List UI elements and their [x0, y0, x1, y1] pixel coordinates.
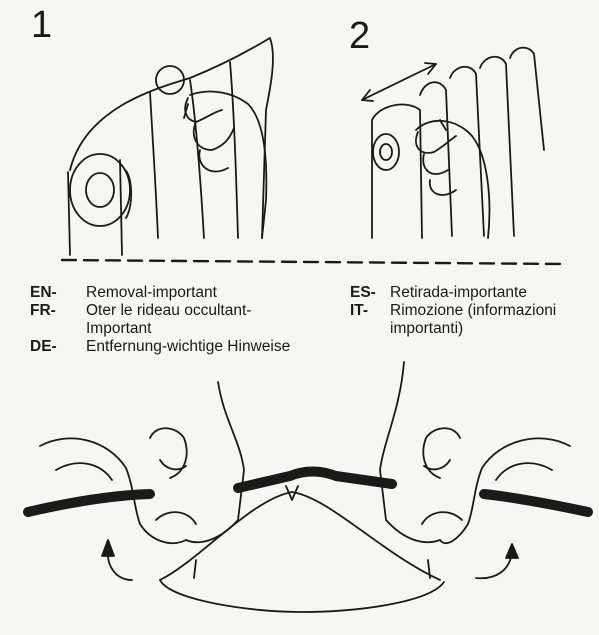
lang-code: IT-	[350, 302, 369, 319]
lang-code: FR-	[30, 302, 56, 319]
lang-text: Entfernung-wichtige Hinweise	[86, 338, 291, 355]
step-number-2: 2	[349, 15, 371, 57]
lang-es: ES- Retirada-importante	[350, 284, 527, 302]
lang-it-continued: importanti)	[390, 320, 464, 337]
lang-text: Retirada-importante	[390, 284, 527, 301]
step1-illustration	[67, 37, 274, 256]
lang-text: Rimozione (informazioni	[390, 302, 557, 319]
lang-en: EN- Removal-important	[30, 284, 217, 302]
lang-de: DE- Entfernung-wichtige Hinweise	[30, 338, 290, 356]
lang-code: EN-	[30, 284, 57, 301]
lang-fr-continued: Important	[86, 320, 152, 337]
lang-text: Oter le rideau occultant-	[86, 302, 252, 319]
dashed-divider	[60, 258, 564, 266]
lang-fr: FR- Oter le rideau occultant-	[30, 302, 251, 320]
lang-code: ES-	[350, 284, 376, 301]
bottom-illustration	[23, 361, 593, 613]
step2-illustration	[361, 46, 545, 239]
step-number-1: 1	[31, 4, 53, 46]
lang-code: DE-	[30, 338, 57, 355]
lang-text: Removal-important	[86, 284, 217, 301]
lang-it: IT- Rimozione (informazioni	[350, 302, 556, 320]
